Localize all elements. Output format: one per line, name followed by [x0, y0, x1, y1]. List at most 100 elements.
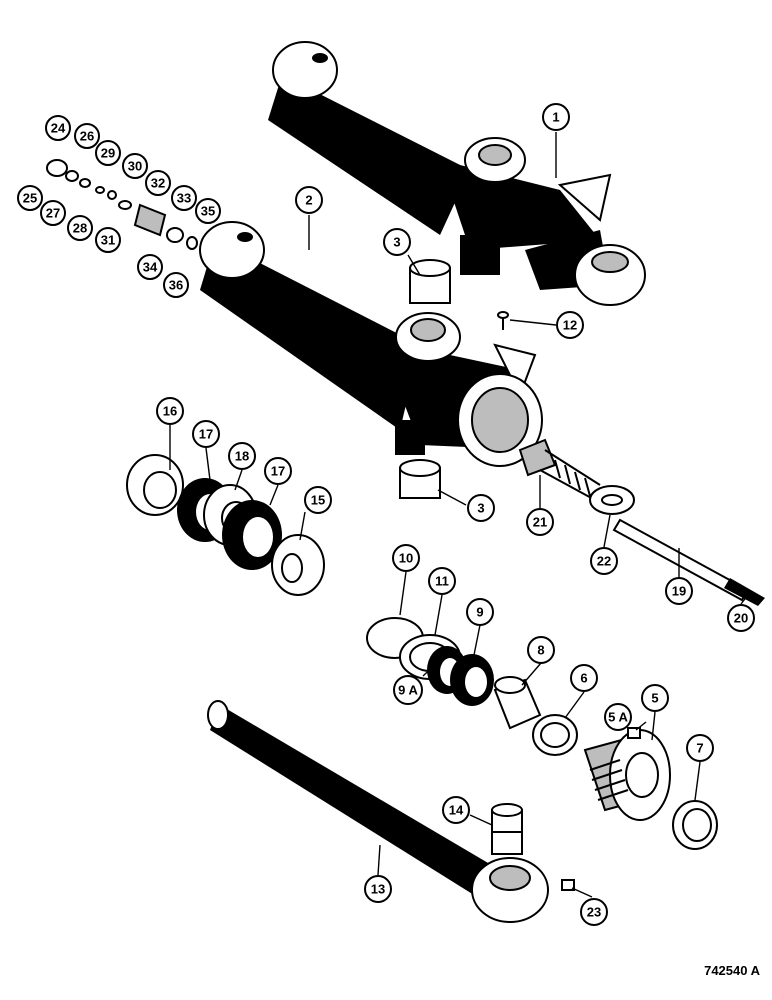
callout-33: 33: [171, 185, 197, 211]
callout-34: 34: [137, 254, 163, 280]
callout-9a: 9 A: [393, 675, 423, 705]
bushing-3-upper: [409, 259, 451, 304]
callout-32: 32: [145, 170, 171, 196]
callout-20: 20: [727, 604, 755, 632]
callout-6: 6: [570, 664, 598, 692]
callout-18: 18: [228, 442, 256, 470]
bushing-14: [491, 803, 523, 855]
svg-text:20: 20: [734, 611, 748, 626]
svg-text:33: 33: [177, 191, 191, 206]
svg-text:26: 26: [80, 129, 94, 144]
callout-24: 24: [45, 115, 71, 141]
svg-text:6: 6: [580, 671, 587, 686]
svg-text:5 A: 5 A: [608, 710, 628, 725]
rod-19: [612, 518, 765, 606]
callout-17-left: 17: [192, 420, 220, 448]
callout-28: 28: [67, 215, 93, 241]
svg-text:29: 29: [101, 146, 115, 161]
callout-21: 21: [526, 508, 554, 536]
svg-text:9 A: 9 A: [398, 683, 418, 698]
svg-text:24: 24: [51, 121, 66, 136]
svg-text:30: 30: [128, 159, 142, 174]
callout-14: 14: [442, 796, 470, 824]
callout-8: 8: [527, 636, 555, 664]
callout-22: 22: [590, 547, 618, 575]
callout-29: 29: [95, 140, 121, 166]
callout-7: 7: [686, 734, 714, 762]
svg-text:32: 32: [151, 176, 165, 191]
callout-31: 31: [95, 227, 121, 253]
svg-text:13: 13: [371, 882, 385, 897]
cylinder-barrel-2: [199, 221, 543, 467]
svg-text:36: 36: [169, 278, 183, 293]
svg-text:3: 3: [393, 235, 400, 250]
callout-15: 15: [304, 486, 332, 514]
plug-5a: [627, 727, 641, 739]
svg-text:3: 3: [477, 501, 484, 516]
ring-6: [532, 714, 578, 756]
callout-11: 11: [428, 567, 456, 595]
svg-text:9: 9: [476, 605, 483, 620]
svg-text:15: 15: [311, 493, 325, 508]
callout-3-lower: 3: [467, 494, 495, 522]
callout-17-right: 17: [264, 457, 292, 485]
fitting-23: [561, 879, 575, 891]
svg-text:11: 11: [435, 574, 449, 589]
callout-12: 12: [556, 311, 584, 339]
callout-1: 1: [542, 103, 570, 131]
svg-text:23: 23: [587, 905, 601, 920]
svg-text:14: 14: [449, 803, 464, 818]
sleeve-8: [493, 676, 542, 730]
callout-26: 26: [74, 123, 100, 149]
callout-10: 10: [392, 544, 420, 572]
piston-rod-13: [207, 700, 549, 923]
svg-text:21: 21: [533, 515, 547, 530]
svg-text:7: 7: [696, 741, 703, 756]
callout-27: 27: [40, 200, 66, 226]
svg-text:2: 2: [305, 193, 312, 208]
callout-25: 25: [17, 185, 43, 211]
leader-lines: [169, 132, 749, 898]
svg-text:35: 35: [201, 204, 215, 219]
svg-text:12: 12: [563, 318, 577, 333]
callout-13: 13: [364, 875, 392, 903]
ring-7: [672, 800, 718, 850]
svg-text:18: 18: [235, 449, 249, 464]
callout-9: 9: [466, 598, 494, 626]
seal-9: [450, 654, 494, 706]
callout-3-upper: 3: [383, 228, 411, 256]
svg-text:17: 17: [271, 464, 285, 479]
callout-5a: 5 A: [604, 703, 632, 731]
svg-text:19: 19: [672, 584, 686, 599]
svg-text:34: 34: [143, 260, 158, 275]
fitting-21: [518, 438, 601, 501]
callout-23: 23: [580, 898, 608, 926]
piston-cap-15: [271, 534, 325, 596]
callout-2: 2: [295, 186, 323, 214]
svg-text:22: 22: [597, 554, 611, 569]
seal-17-right: [222, 500, 282, 570]
cylinder-assembly-1: [268, 41, 646, 306]
piston-16: [126, 454, 184, 516]
svg-text:1: 1: [552, 110, 559, 125]
svg-text:16: 16: [163, 404, 177, 419]
screw-12: [497, 311, 509, 330]
svg-text:27: 27: [46, 206, 60, 221]
svg-text:25: 25: [23, 191, 37, 206]
svg-text:17: 17: [199, 427, 213, 442]
valve-parts-24-36: [46, 159, 198, 250]
svg-text:10: 10: [399, 551, 413, 566]
figure-code: 742540 A: [704, 963, 760, 978]
callout-5: 5: [641, 684, 669, 712]
svg-text:31: 31: [101, 233, 115, 248]
svg-text:8: 8: [537, 643, 544, 658]
svg-text:28: 28: [73, 221, 87, 236]
callout-16: 16: [156, 397, 184, 425]
gland-5: [583, 729, 671, 821]
callout-35: 35: [195, 198, 221, 224]
bushing-3-lower: [399, 459, 441, 499]
washer-22: [589, 485, 635, 515]
callout-19: 19: [665, 577, 693, 605]
svg-text:5: 5: [651, 691, 658, 706]
